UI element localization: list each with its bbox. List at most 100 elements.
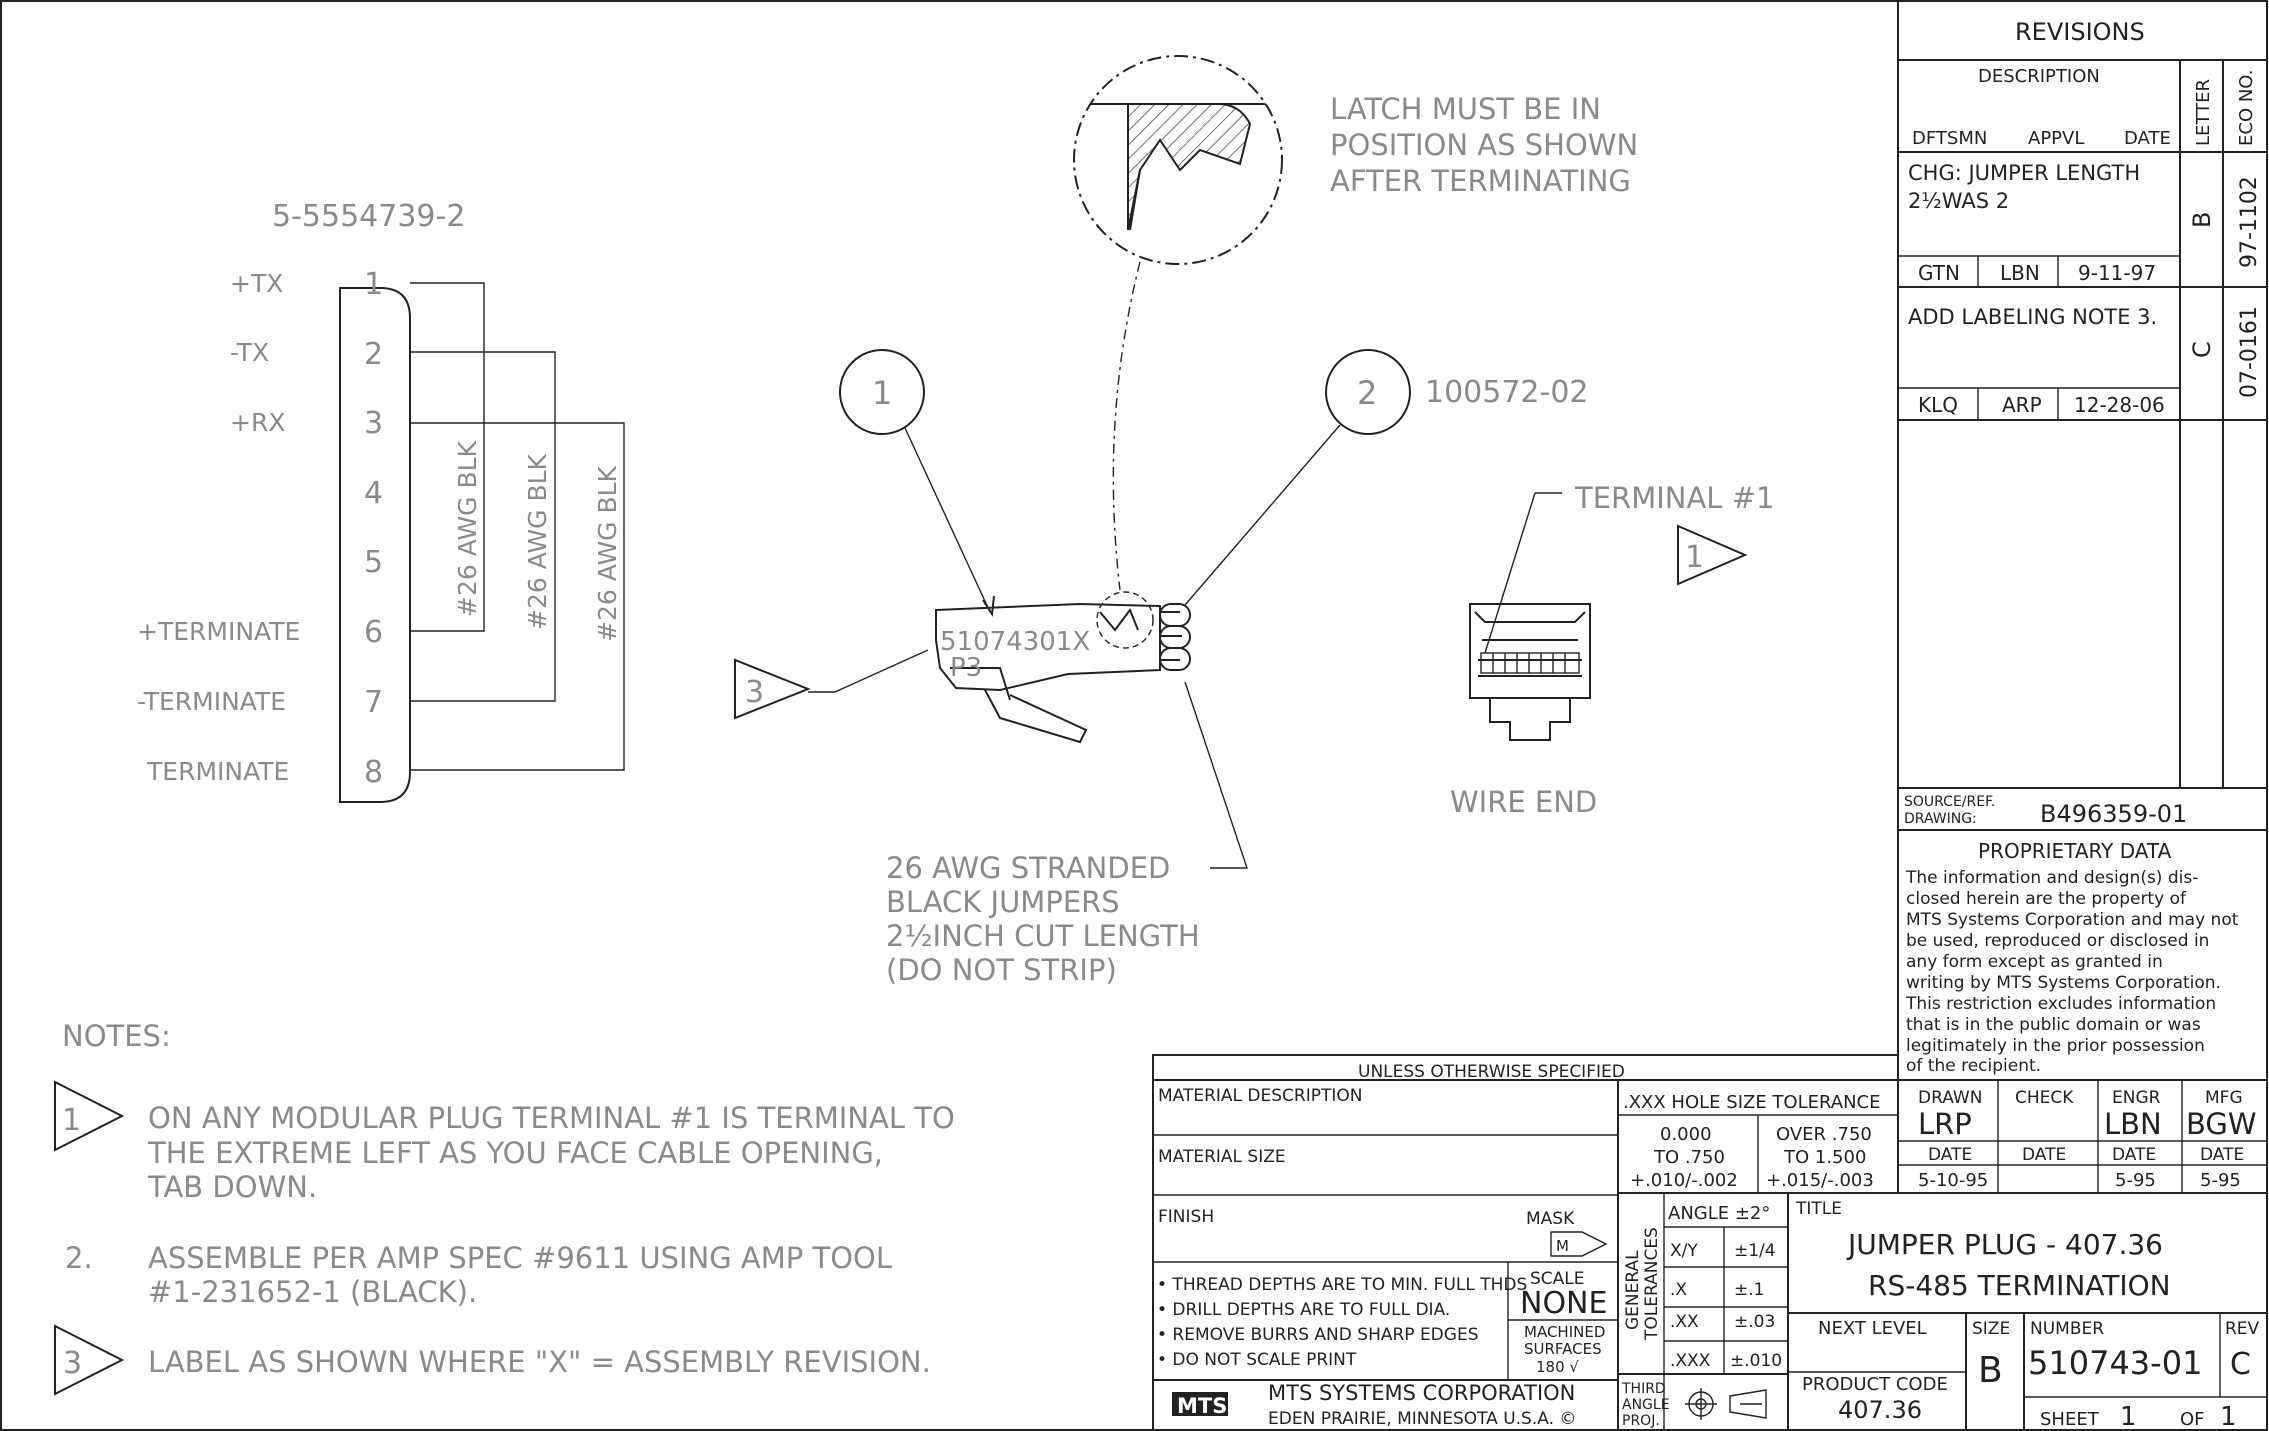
bullet-1: • THREAD DEPTHS ARE TO MIN. FULL THDS: [1157, 1275, 1527, 1295]
rev-row-2-letter: C: [2188, 341, 2216, 358]
rev-row-1-desc-2: 2½WAS 2: [1908, 189, 2009, 213]
jumper-note-2: BLACK JUMPERS: [886, 885, 1120, 919]
mfg-date-label: DATE: [2200, 1145, 2244, 1165]
pin-6: 6: [364, 615, 383, 650]
engr-value: LBN: [2104, 1107, 2162, 1141]
plug-latch-tab: [984, 689, 1088, 744]
proj-2: ANGLE: [1622, 1397, 1670, 1413]
of-label: OF: [2180, 1409, 2205, 1430]
connector-body: [339, 287, 411, 803]
machined-3: 180 √: [1536, 1358, 1579, 1376]
proprietary-line-6: writing by MTS Systems Corporation.: [1906, 973, 2221, 993]
tol-row-1-val: ±1/4: [1734, 1241, 1776, 1261]
drawn-value: LRP: [1918, 1107, 1972, 1141]
drawing-title-1: JUMPER PLUG - 407.36: [1846, 1228, 2163, 1261]
hole-b-3: +.015/-.003: [1766, 1170, 1874, 1191]
hole-a-2: TO .750: [1653, 1147, 1725, 1168]
mask-symbol-letter: M: [1556, 1237, 1569, 1255]
note-3-flag-number: 3: [745, 675, 764, 710]
scale-value: NONE: [1520, 1286, 1607, 1321]
pin-8: 8: [364, 755, 383, 790]
note-1-flag: [54, 1080, 125, 1152]
terminal-1-label: TERMINAL #1: [1574, 481, 1774, 515]
unless-specified: UNLESS OTHERWISE SPECIFIED: [1358, 1062, 1625, 1082]
company-logo-text: MTS: [1177, 1394, 1227, 1418]
proprietary-line-8: that is in the public domain or was: [1906, 1015, 2201, 1035]
drawn-date-label: DATE: [1928, 1145, 1972, 1165]
latch-note-2: POSITION AS SHOWN: [1330, 128, 1638, 162]
jumper-end-1: [1159, 603, 1191, 627]
wire-end-tab: [1489, 698, 1571, 741]
company-location: EDEN PRAIRIE, MINNESOTA U.S.A. ©: [1268, 1409, 1576, 1429]
tol-row-3-key: .XX: [1670, 1312, 1699, 1332]
product-code-label: PRODUCT CODE: [1802, 1374, 1948, 1395]
proj-1: THIRD: [1621, 1381, 1666, 1397]
item-2-part-number: 100572-02: [1425, 375, 1589, 410]
material-description-label: MATERIAL DESCRIPTION: [1158, 1086, 1363, 1106]
engr-date-label: DATE: [2112, 1145, 2156, 1165]
pin-7: 7: [364, 685, 383, 720]
wire-end-view: TERMINAL #1 1 WIRE END: [1450, 481, 1774, 819]
note-3-flag: [734, 658, 811, 720]
pin-numbers: 1 2 3 4 5 6 7 8: [364, 267, 383, 790]
rev-row-2-eco: 07-0161: [2237, 306, 2262, 398]
note-3-flag-notes-number: 3: [63, 1346, 82, 1381]
size-value: B: [1978, 1350, 2003, 1391]
tol-row-4-val: ±.010: [1730, 1351, 1782, 1371]
source-ref-label-2: DRAWING:: [1904, 811, 1977, 827]
note-3-flag-notes: [54, 1324, 125, 1396]
tol-row-1-key: X/Y: [1670, 1241, 1698, 1261]
company-name: MTS SYSTEMS CORPORATION: [1268, 1381, 1575, 1405]
bullet-4: • DO NOT SCALE PRINT: [1157, 1350, 1357, 1370]
detail-circle: [1073, 55, 1283, 265]
latch-detail-marker: [1096, 591, 1154, 649]
item-2-number: 2: [1357, 374, 1377, 412]
latch-detail: LATCH MUST BE IN POSITION AS SHOWN AFTER…: [1073, 55, 1638, 591]
signal-labels: +TX -TX +RX +TERMINATE -TERMINATE TERMIN…: [137, 269, 300, 786]
proprietary-title: PROPRIETARY DATA: [1978, 839, 2172, 863]
mask-label: MASK: [1526, 1209, 1575, 1229]
wire-label-3: #26 AWG BLK: [593, 465, 622, 642]
sheet-label: SHEET: [2040, 1409, 2100, 1430]
proprietary-line-3: MTS Systems Corporation and may not: [1906, 910, 2239, 930]
hole-b-2: TO 1.500: [1783, 1147, 1866, 1168]
proprietary-line-9: legitimately in the prior possession: [1906, 1036, 2205, 1056]
rev-row-1-eco: 97-1102: [2237, 176, 2262, 268]
note-2-line-1: ASSEMBLE PER AMP SPEC #9611 USING AMP TO…: [148, 1241, 892, 1275]
hole-a-3: +.010/-.002: [1630, 1170, 1738, 1191]
rev-row-1-dftsmn: GTN: [1918, 261, 1960, 285]
signal-label-2: -TX: [230, 338, 269, 367]
drawing-title-2: RS-485 TERMINATION: [1868, 1269, 2171, 1302]
signal-label-1: +TX: [230, 269, 283, 298]
drawing-number: 510743-01: [2028, 1344, 2202, 1382]
signal-label-6: +TERMINATE: [137, 617, 300, 646]
proj-3: PROJ.: [1622, 1413, 1660, 1429]
rev-row-1-letter: B: [2188, 212, 2216, 228]
note-1-line-3: TAB DOWN.: [147, 1170, 317, 1204]
rev-description-header: DESCRIPTION: [1978, 66, 2100, 87]
detail-leader: [1112, 261, 1141, 591]
rev-row-2-desc-1: ADD LABELING NOTE 3.: [1908, 305, 2157, 329]
machined-1: MACHINED: [1524, 1323, 1605, 1341]
sheet-value: 1: [2120, 1402, 2137, 1431]
machined-2: SURFACES: [1524, 1340, 1602, 1358]
jumper-wire-3-8: [410, 422, 625, 771]
tol-row-2-val: ±.1: [1734, 1280, 1764, 1300]
item-1-number: 1: [872, 374, 892, 412]
source-ref-value: B496359-01: [2040, 800, 2187, 828]
check-date-label: DATE: [2022, 1145, 2066, 1165]
rev-row-2-dftsmn: KLQ: [1918, 393, 1958, 417]
proprietary-text: The information and design(s) dis- close…: [1905, 868, 2239, 1076]
proprietary-line-7: This restriction excludes information: [1905, 994, 2216, 1014]
source-ref-label-1: SOURCE/REF.: [1904, 794, 1995, 810]
latch-note-3: AFTER TERMINATING: [1330, 164, 1631, 198]
pin-4: 4: [364, 476, 383, 511]
rev-dftsmn-header: DFTSMN: [1912, 128, 1987, 149]
check-label: CHECK: [2015, 1088, 2074, 1108]
proprietary-line-2: closed herein are the property of: [1906, 889, 2187, 909]
angle-tol: ANGLE ±2°: [1668, 1203, 1770, 1224]
jumper-note-1: 26 AWG STRANDED: [886, 851, 1170, 885]
mfg-label: MFG: [2205, 1088, 2243, 1108]
jumper-end-3: [1159, 647, 1191, 671]
